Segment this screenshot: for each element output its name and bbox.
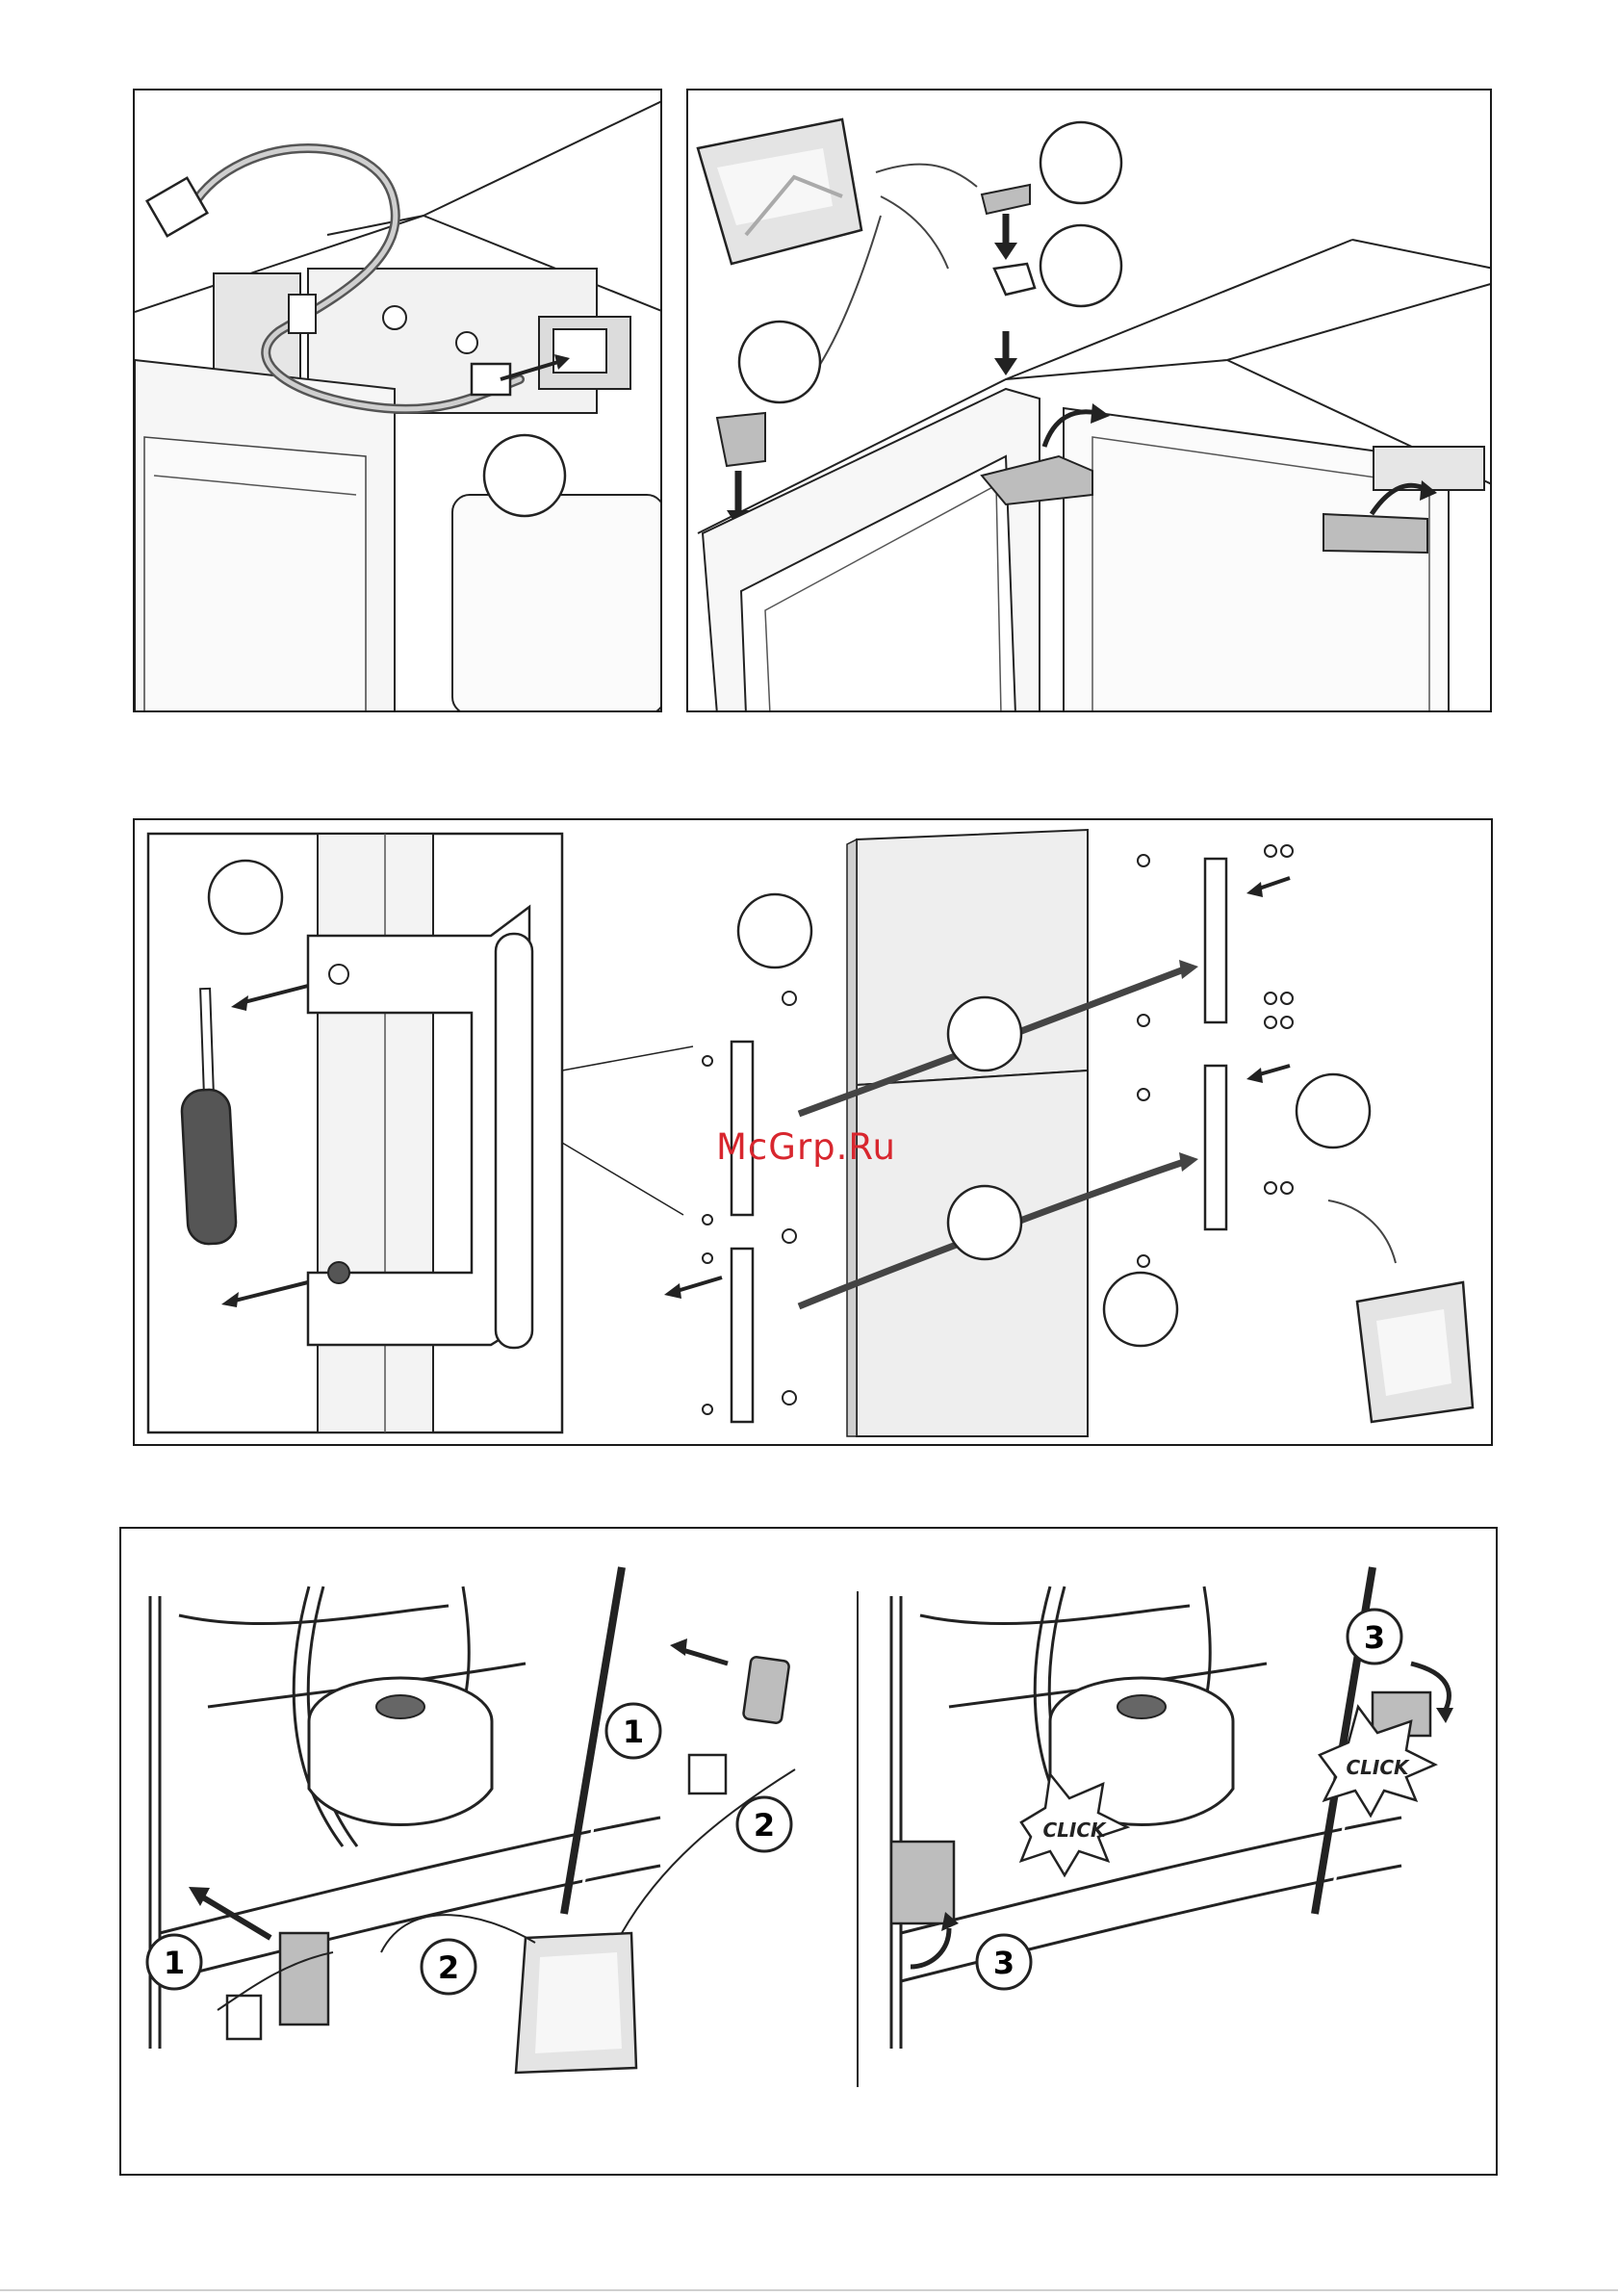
callout-label: 2	[438, 1949, 459, 1986]
callout-label: 3	[1364, 1619, 1385, 1656]
figure-wiring-connection	[133, 89, 662, 712]
callout-1b: 1	[147, 1935, 201, 1989]
callout-label: 2	[754, 1807, 775, 1844]
callout-1a: 1	[606, 1704, 660, 1758]
figure-cover-installation	[686, 89, 1492, 712]
accessory-bag-icon	[516, 1933, 636, 2073]
page-footer-rule	[0, 2289, 1618, 2291]
callout-label: 1	[623, 1714, 644, 1750]
callout-2a: 2	[737, 1797, 791, 1851]
callout-label: 3	[993, 1945, 1014, 1981]
accessory-bag-icon	[698, 119, 861, 264]
callout-3a: 3	[1348, 1610, 1401, 1664]
accessory-bag-icon	[1357, 1282, 1473, 1422]
callout-3b: 3	[977, 1935, 1031, 1989]
cover-illustration	[688, 90, 1492, 712]
callout-label: 1	[164, 1945, 185, 1981]
compressor-illustration: 1 2 1 2	[121, 1529, 1498, 2176]
click-label: CLICK	[1346, 1756, 1410, 1779]
figure-compressor-clip: 1 2 1 2	[119, 1527, 1498, 2176]
wiring-illustration	[135, 90, 662, 712]
click-label: CLICK	[1042, 1819, 1107, 1842]
watermark-text: McGrp.Ru	[716, 1126, 896, 1168]
callout-2b: 2	[422, 1940, 475, 1994]
